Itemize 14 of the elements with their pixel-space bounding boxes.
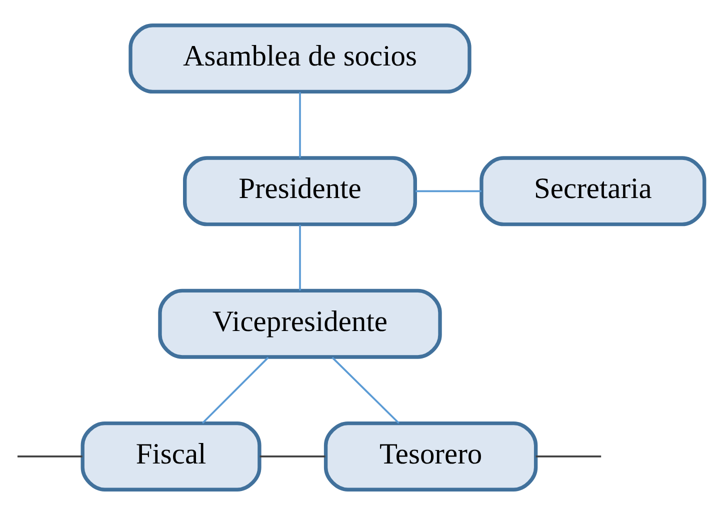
connector (260, 455, 326, 457)
node-box: Presidente (183, 156, 417, 226)
node-box: Asamblea de socios (128, 23, 472, 94)
connector (299, 224, 301, 290)
connector (299, 92, 301, 158)
connector (202, 356, 269, 424)
connector (536, 455, 602, 457)
node-box: Tesorero (324, 420, 538, 491)
node-box: Vicepresidente (158, 288, 442, 358)
node-box: Secretaria (480, 156, 706, 226)
connector (332, 356, 400, 424)
connector (416, 190, 482, 192)
node-box: Fiscal (80, 420, 262, 491)
connector (18, 455, 82, 457)
